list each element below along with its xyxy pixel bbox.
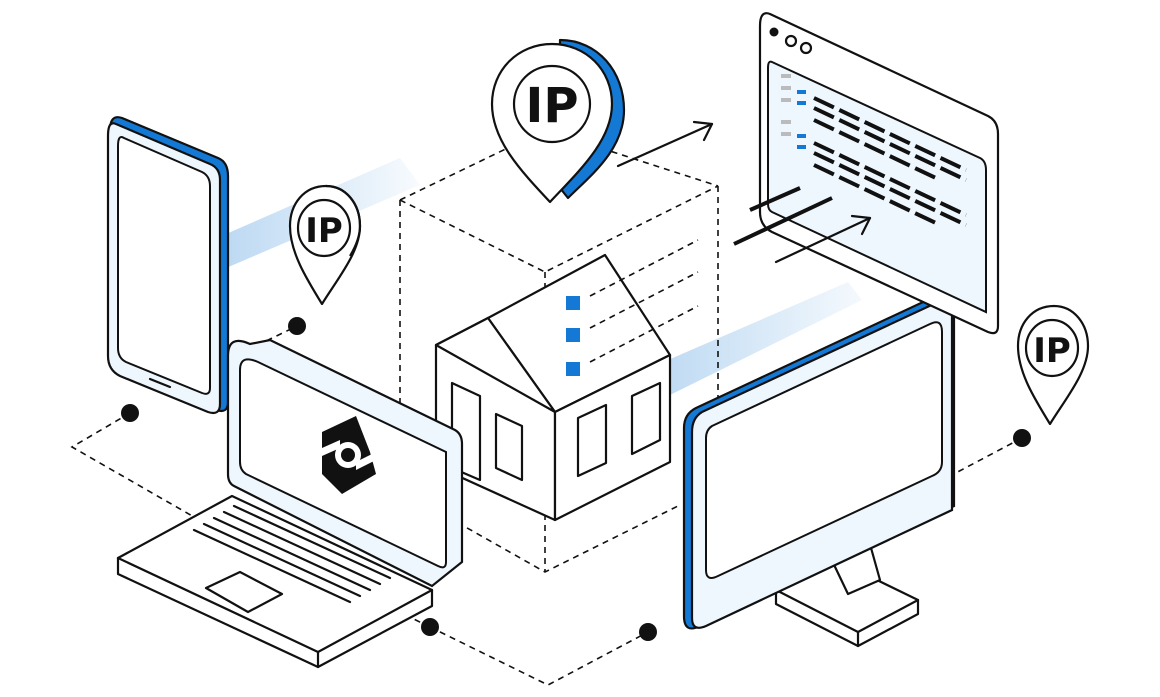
pin-label: IP [525,78,578,134]
data-beam [668,282,862,396]
desktop-monitor-icon [682,292,956,648]
location-pin-icon: IP [490,38,626,204]
location-pin-icon: IP [1016,304,1090,426]
location-pin-icon: IP [288,184,362,306]
browser-window-icon [758,12,1000,335]
arrow-icon [616,120,872,264]
pin-label: IP [305,211,343,251]
app-logo-icon [322,416,376,494]
smartphone-icon [106,116,230,415]
pin-label: IP [1033,331,1071,371]
house-icon [434,239,699,522]
